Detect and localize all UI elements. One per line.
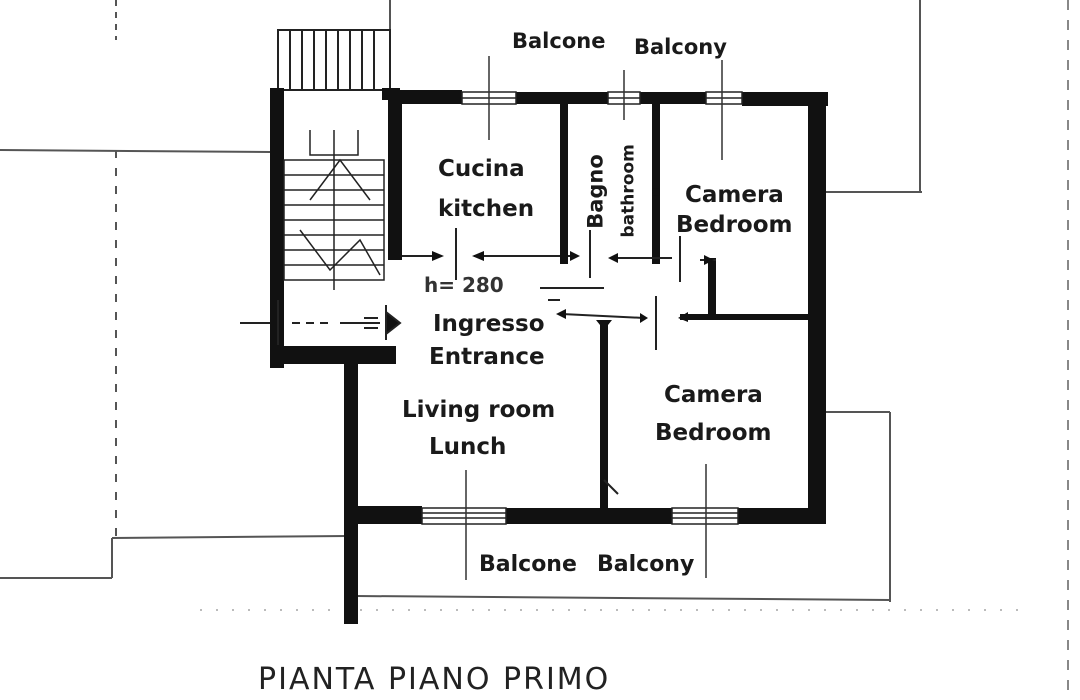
label-balcone-top: Balcone (512, 29, 606, 53)
stairs (283, 130, 385, 290)
label-camera-bottom: Camera (664, 382, 763, 408)
label-lunch: Lunch (429, 434, 507, 460)
label-bedroom-bottom: Bedroom (655, 420, 772, 446)
entrance-threshold (240, 300, 402, 345)
stair-railing (277, 29, 391, 91)
door-markers (402, 228, 716, 495)
label-ceiling-height: h= 280 (424, 273, 504, 297)
walls (270, 88, 828, 624)
label-entrance: Entrance (429, 344, 545, 370)
label-living-room: Living room (402, 397, 556, 423)
label-bedroom-top: Bedroom (676, 212, 793, 238)
label-bathroom: bathroom (618, 144, 639, 238)
label-bagno: Bagno (583, 154, 608, 229)
label-balcony-top: Balcony (634, 35, 727, 59)
label-cucina: Cucina (438, 156, 525, 182)
label-balcony-bottom: Balcony (597, 552, 695, 577)
label-ingresso: Ingresso (433, 311, 545, 337)
window-axes (465, 56, 723, 580)
door-arrowheads (432, 188, 714, 330)
label-kitchen: kitchen (438, 196, 535, 222)
label-balcone-bottom: Balcone (479, 552, 577, 577)
plan-caption: PIANTA PIANO PRIMO (258, 662, 611, 697)
label-camera-top: Camera (685, 182, 784, 208)
